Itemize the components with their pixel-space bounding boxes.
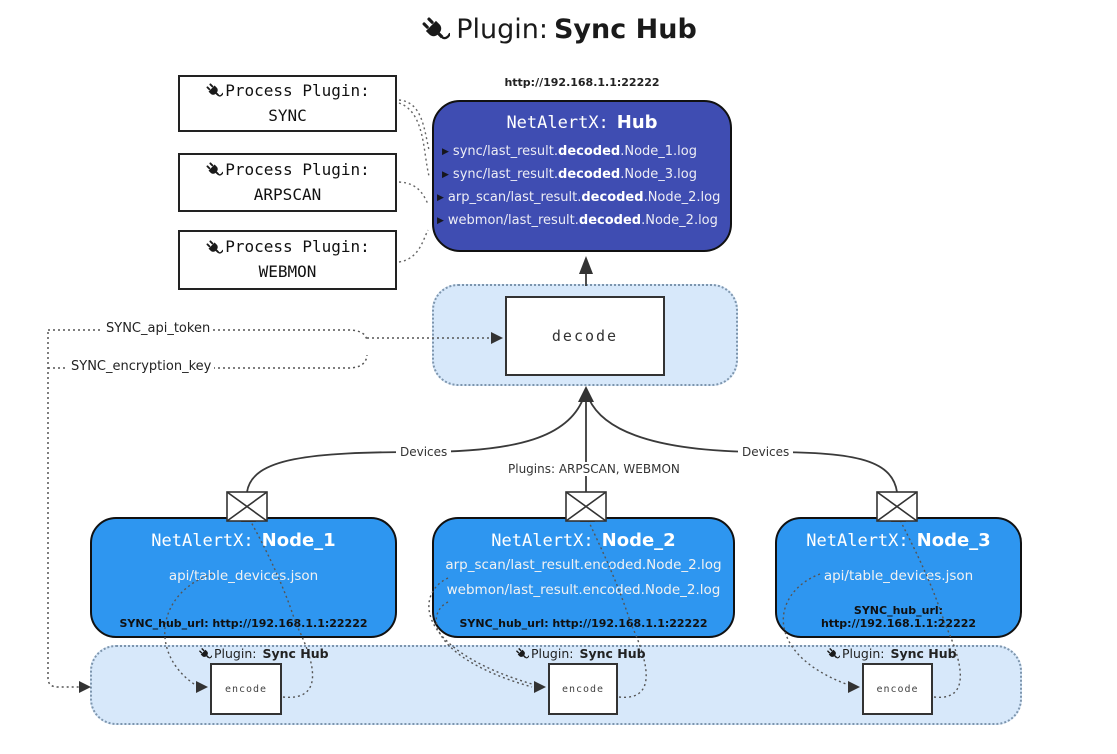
plug-icon <box>205 82 223 100</box>
node-title: NetAlertX: Node_1 <box>92 530 395 551</box>
log-pre: sync/last_result. <box>452 144 559 159</box>
edge-token-encoders <box>47 332 79 688</box>
log-bold: decoded <box>581 190 644 205</box>
plug-icon <box>205 161 223 179</box>
devices-label-right: Devices <box>738 445 794 459</box>
node-title-name: Node_1 <box>261 530 336 551</box>
arrowhead-into-hub <box>579 256 593 274</box>
encoder-label-prefix: Plugin: <box>214 646 257 661</box>
process-plugin-label: Process Plugin: <box>225 80 370 100</box>
process-plugin-name: SYNC <box>268 105 307 125</box>
devices-label-left: Devices <box>396 445 452 459</box>
node-data-line: api/table_devices.json <box>823 568 974 584</box>
plug-icon <box>826 647 840 661</box>
node-title: NetAlertX: Node_3 <box>777 530 1020 551</box>
hub-title-name: Hub <box>616 112 658 133</box>
title-name: Sync Hub <box>553 14 697 45</box>
decode-box: decode <box>505 296 665 376</box>
log-post: .Node_2.log <box>643 190 721 205</box>
plug-icon <box>198 647 212 661</box>
process-plugin-label: Process Plugin: <box>225 159 370 179</box>
hub-log-entry: ▶sync/last_result.decoded.Node_1.log <box>434 140 730 163</box>
log-bold: decoded <box>578 213 642 228</box>
hub-url-label: http://192.168.1.1:22222 <box>504 76 660 89</box>
encoder-label-1: Plugin: Sync Hub <box>198 646 329 661</box>
encoder-label-name: Sync Hub <box>579 646 646 661</box>
node-title: NetAlertX: Node_2 <box>434 530 733 551</box>
plugins-label-mid: Plugins: ARPSCAN, WEBMON <box>504 462 684 476</box>
hub-node: NetAlertX:Hub ▶sync/last_result.decoded.… <box>432 100 732 252</box>
plug-icon <box>515 647 529 661</box>
arrow-right-icon: ▶ <box>437 192 444 203</box>
arrow-right-icon: ▶ <box>442 169 449 180</box>
arrow-right-icon: ▶ <box>442 146 449 157</box>
plug-icon <box>420 15 450 45</box>
log-pre: arp_scan/last_result. <box>447 190 582 205</box>
node-footer: SYNC_hub_url: http://192.168.1.1:22222 <box>820 604 977 630</box>
node-footer: SYNC_hub_url: http://192.168.1.1:22222 <box>119 617 368 630</box>
process-plugin-name: WEBMON <box>258 262 317 281</box>
node-title-prefix: NetAlertX: <box>151 531 254 551</box>
node-data-line: arp_scan/last_result.encoded.Node_2.log <box>445 557 722 573</box>
sync-api-token-label: SYNC_api_token <box>103 321 214 336</box>
arrowhead-into-decode <box>578 386 594 402</box>
process-plugin-webmon: Process Plugin: WEBMON <box>178 230 397 290</box>
encoder-label-3: Plugin: Sync Hub <box>826 646 957 661</box>
encoder-label-prefix: Plugin: <box>531 646 574 661</box>
log-bold: decoded <box>558 144 621 159</box>
process-plugin-sync: Process Plugin: SYNC <box>178 75 397 132</box>
node-title-name: Node_2 <box>601 530 676 551</box>
edge-arpscan-hub <box>398 181 429 205</box>
node-3: NetAlertX:Node_3 api/table_devices.json … <box>775 517 1022 638</box>
encode-box-1: encode <box>210 663 282 715</box>
edge-webmon-hub <box>398 229 429 263</box>
log-bold: decoded <box>558 167 621 182</box>
node-data-line: api/table_devices.json <box>168 568 319 584</box>
log-post: .Node_1.log <box>620 144 697 159</box>
encode-label: encode <box>224 683 268 695</box>
sync-encryption-key-label: SYNC_encryption_key <box>68 359 215 374</box>
encoder-label-2: Plugin: Sync Hub <box>515 646 646 661</box>
plug-icon <box>205 239 223 257</box>
hub-log-entry: ▶sync/last_result.decoded.Node_3.log <box>434 163 730 186</box>
encoder-label-name: Sync Hub <box>262 646 329 661</box>
node-2: NetAlertX: Node_2 arp_scan/last_result.en… <box>432 517 735 638</box>
node-footer: SYNC_hub_url: http://192.168.1.1:22222 <box>459 617 708 630</box>
encode-label: encode <box>561 683 605 695</box>
decode-label: decode <box>551 327 619 345</box>
log-pre: sync/last_result. <box>452 167 559 182</box>
log-post: .Node_2.log <box>641 213 718 228</box>
hub-log-entry: ▶webmon/last_result.decoded.Node_2.log <box>434 209 730 232</box>
encode-label: encode <box>876 683 919 695</box>
encoder-label-name: Sync Hub <box>890 646 957 661</box>
node-title-name: Node_3 <box>916 530 991 551</box>
edge-sync-hub2 <box>398 102 430 177</box>
hub-title: NetAlertX: Hub <box>434 112 730 133</box>
hub-log-entry: ▶arp_scan/last_result.decoded.Node_2.log <box>434 186 730 209</box>
process-plugin-name: ARPSCAN <box>253 184 322 204</box>
title-prefix: Plugin: <box>456 14 548 45</box>
arrow-right-icon: ▶ <box>437 215 444 226</box>
encode-box-3: encode <box>862 663 933 715</box>
log-pre: webmon/last_result. <box>447 213 579 228</box>
hub-log-list: ▶sync/last_result.decoded.Node_1.log ▶sy… <box>434 140 730 232</box>
encode-box-2: encode <box>548 663 618 715</box>
diagram-title: Plugin: Sync Hub <box>0 14 1117 45</box>
node-data-line: webmon/last_result.encoded.Node_2.log <box>446 582 721 598</box>
encoder-label-prefix: Plugin: <box>842 646 885 661</box>
hub-title-prefix: NetAlertX: <box>506 113 609 133</box>
log-post: .Node_3.log <box>620 167 697 182</box>
process-plugin-arpscan: Process Plugin: ARPSCAN <box>178 153 397 212</box>
process-plugin-label: Process Plugin: <box>225 237 370 257</box>
node-title-prefix: NetAlertX: <box>491 531 594 551</box>
node-title-prefix: NetAlertX: <box>806 531 909 551</box>
node-1: NetAlertX:Node_1 api/table_devices.json … <box>90 517 397 638</box>
edge-sync-hub1 <box>398 99 430 151</box>
